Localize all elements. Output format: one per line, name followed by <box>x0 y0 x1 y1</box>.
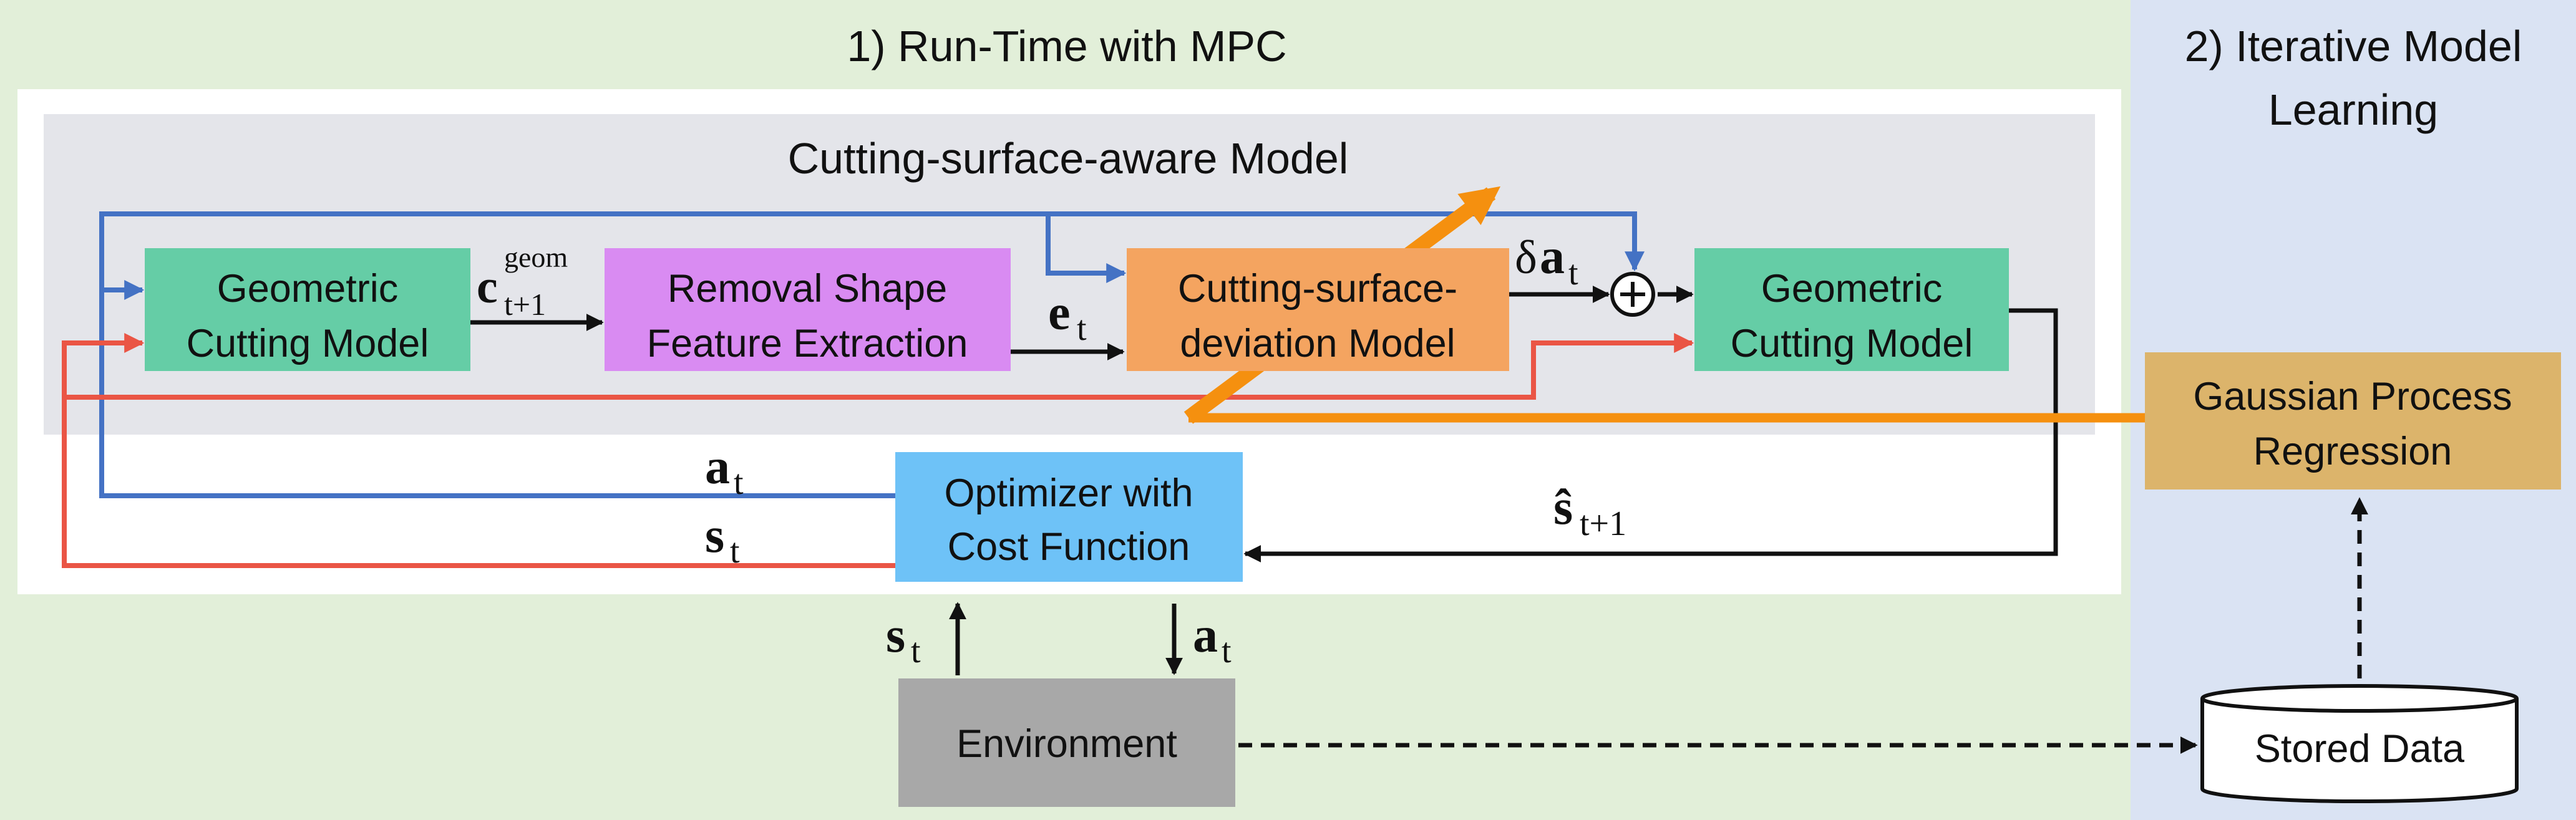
red-to-geometric-2 <box>64 333 1694 400</box>
blue-loop-line <box>99 211 1645 498</box>
symbol-s-t-env: s t <box>886 608 921 670</box>
symbol-e-sub: t <box>1077 309 1087 348</box>
symbol-s-loop-base: s <box>705 508 724 563</box>
runtime-panel-title: 1) Run-Time with MPC <box>847 22 1286 70</box>
model-title: Cutting-surface-aware Model <box>788 134 1349 183</box>
geometric-1-line2: Cutting Model <box>187 322 429 365</box>
environment-block: Environment <box>898 678 1235 807</box>
symbol-a-env-base: a <box>1193 608 1218 663</box>
environment-label: Environment <box>956 722 1177 766</box>
symbol-a-env-sub: t <box>1222 632 1232 670</box>
symbol-a-t-env: a t <box>1193 608 1232 670</box>
removal-shape-block: Removal Shape Feature Extraction <box>605 248 1011 371</box>
symbol-s-env-sub: t <box>911 632 921 670</box>
blue-to-deviation <box>1046 214 1127 283</box>
symbol-c-sup: geom <box>504 241 568 273</box>
symbol-a-loop-sub: t <box>734 463 744 502</box>
symbol-s-hat-sub: t+1 <box>1580 504 1626 543</box>
optimizer-line2: Cost Function <box>948 525 1190 569</box>
symbol-delta-a-t: δ a t <box>1515 229 1578 292</box>
optimizer-block: Optimizer with Cost Function <box>895 452 1243 582</box>
learning-panel-title-line1: 2) Iterative Model <box>2185 22 2522 70</box>
geometric-2-line2: Cutting Model <box>1731 322 1973 365</box>
symbol-s-t-loop: s t <box>705 508 740 571</box>
summation-node <box>1610 272 1655 317</box>
symbol-s-hat-next: ŝ t+1 <box>1553 480 1626 543</box>
symbol-delta-a-sub: t <box>1568 254 1578 292</box>
symbol-c-base: c <box>477 261 498 313</box>
learning-panel-title-line2: Learning <box>2268 85 2438 134</box>
action-signal-lines <box>99 211 1645 498</box>
geometric-1-line1: Geometric <box>217 267 399 311</box>
symbol-s-hat-base: ŝ <box>1553 480 1573 535</box>
gpr-line1: Gaussian Process <box>2193 375 2512 418</box>
symbol-delta-a-base: a <box>1540 229 1565 284</box>
symbol-e-t: e t <box>1048 286 1087 348</box>
removal-line1: Removal Shape <box>668 267 947 311</box>
symbol-c-geom: c geom t+1 <box>477 241 568 322</box>
deviation-line1: Cutting-surface- <box>1178 267 1457 311</box>
symbol-a-loop-base: a <box>705 440 730 494</box>
stored-data-cylinder: Stored Data <box>2200 684 2519 803</box>
arrow-prediction-to-optimizer <box>1243 308 2058 562</box>
symbol-e-base: e <box>1048 286 1071 340</box>
stored-data-label: Stored Data <box>2255 727 2465 771</box>
deviation-model-block: Cutting-surface- deviation Model <box>1127 248 1509 371</box>
geometric-cutting-model-2: Geometric Cutting Model <box>1694 248 2009 371</box>
symbol-a-t-loop: a t <box>705 440 744 502</box>
state-signal-lines <box>62 333 1694 568</box>
plus-icon <box>1620 282 1645 307</box>
symbol-c-sub: t+1 <box>504 287 546 322</box>
symbol-s-env-base: s <box>886 608 905 663</box>
removal-line2: Feature Extraction <box>647 322 968 365</box>
data-collection-arrows <box>1238 497 2368 754</box>
gpr-line2: Regression <box>2253 430 2452 473</box>
geometric-2-line1: Geometric <box>1761 267 1943 311</box>
gaussian-process-block: Gaussian Process Regression <box>2145 352 2561 490</box>
red-loop-line <box>62 333 895 568</box>
deviation-line2: deviation Model <box>1180 322 1455 365</box>
symbol-delta-prefix: δ <box>1515 231 1537 284</box>
data-flow-arrows <box>470 286 2058 675</box>
optimizer-line1: Optimizer with <box>944 471 1193 515</box>
symbol-s-loop-sub: t <box>730 532 740 571</box>
geometric-cutting-model-1: Geometric Cutting Model <box>145 248 470 371</box>
